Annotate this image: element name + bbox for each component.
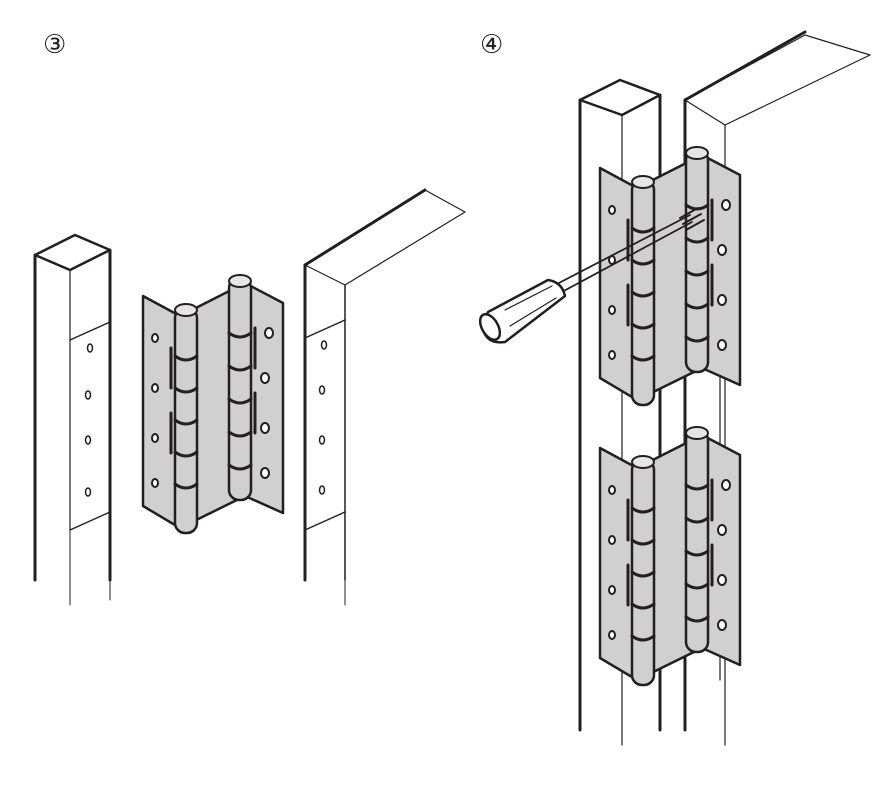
step-4-label: ④ (480, 30, 504, 60)
hinge-unmounted (141, 273, 285, 535)
step-3-label: ③ (43, 30, 67, 60)
right-door-frame (303, 188, 466, 606)
left-post (33, 233, 112, 606)
hinge-upper-mounted (598, 145, 742, 407)
screwdriver-icon (478, 207, 705, 344)
hinge-lower-mounted (598, 425, 742, 687)
